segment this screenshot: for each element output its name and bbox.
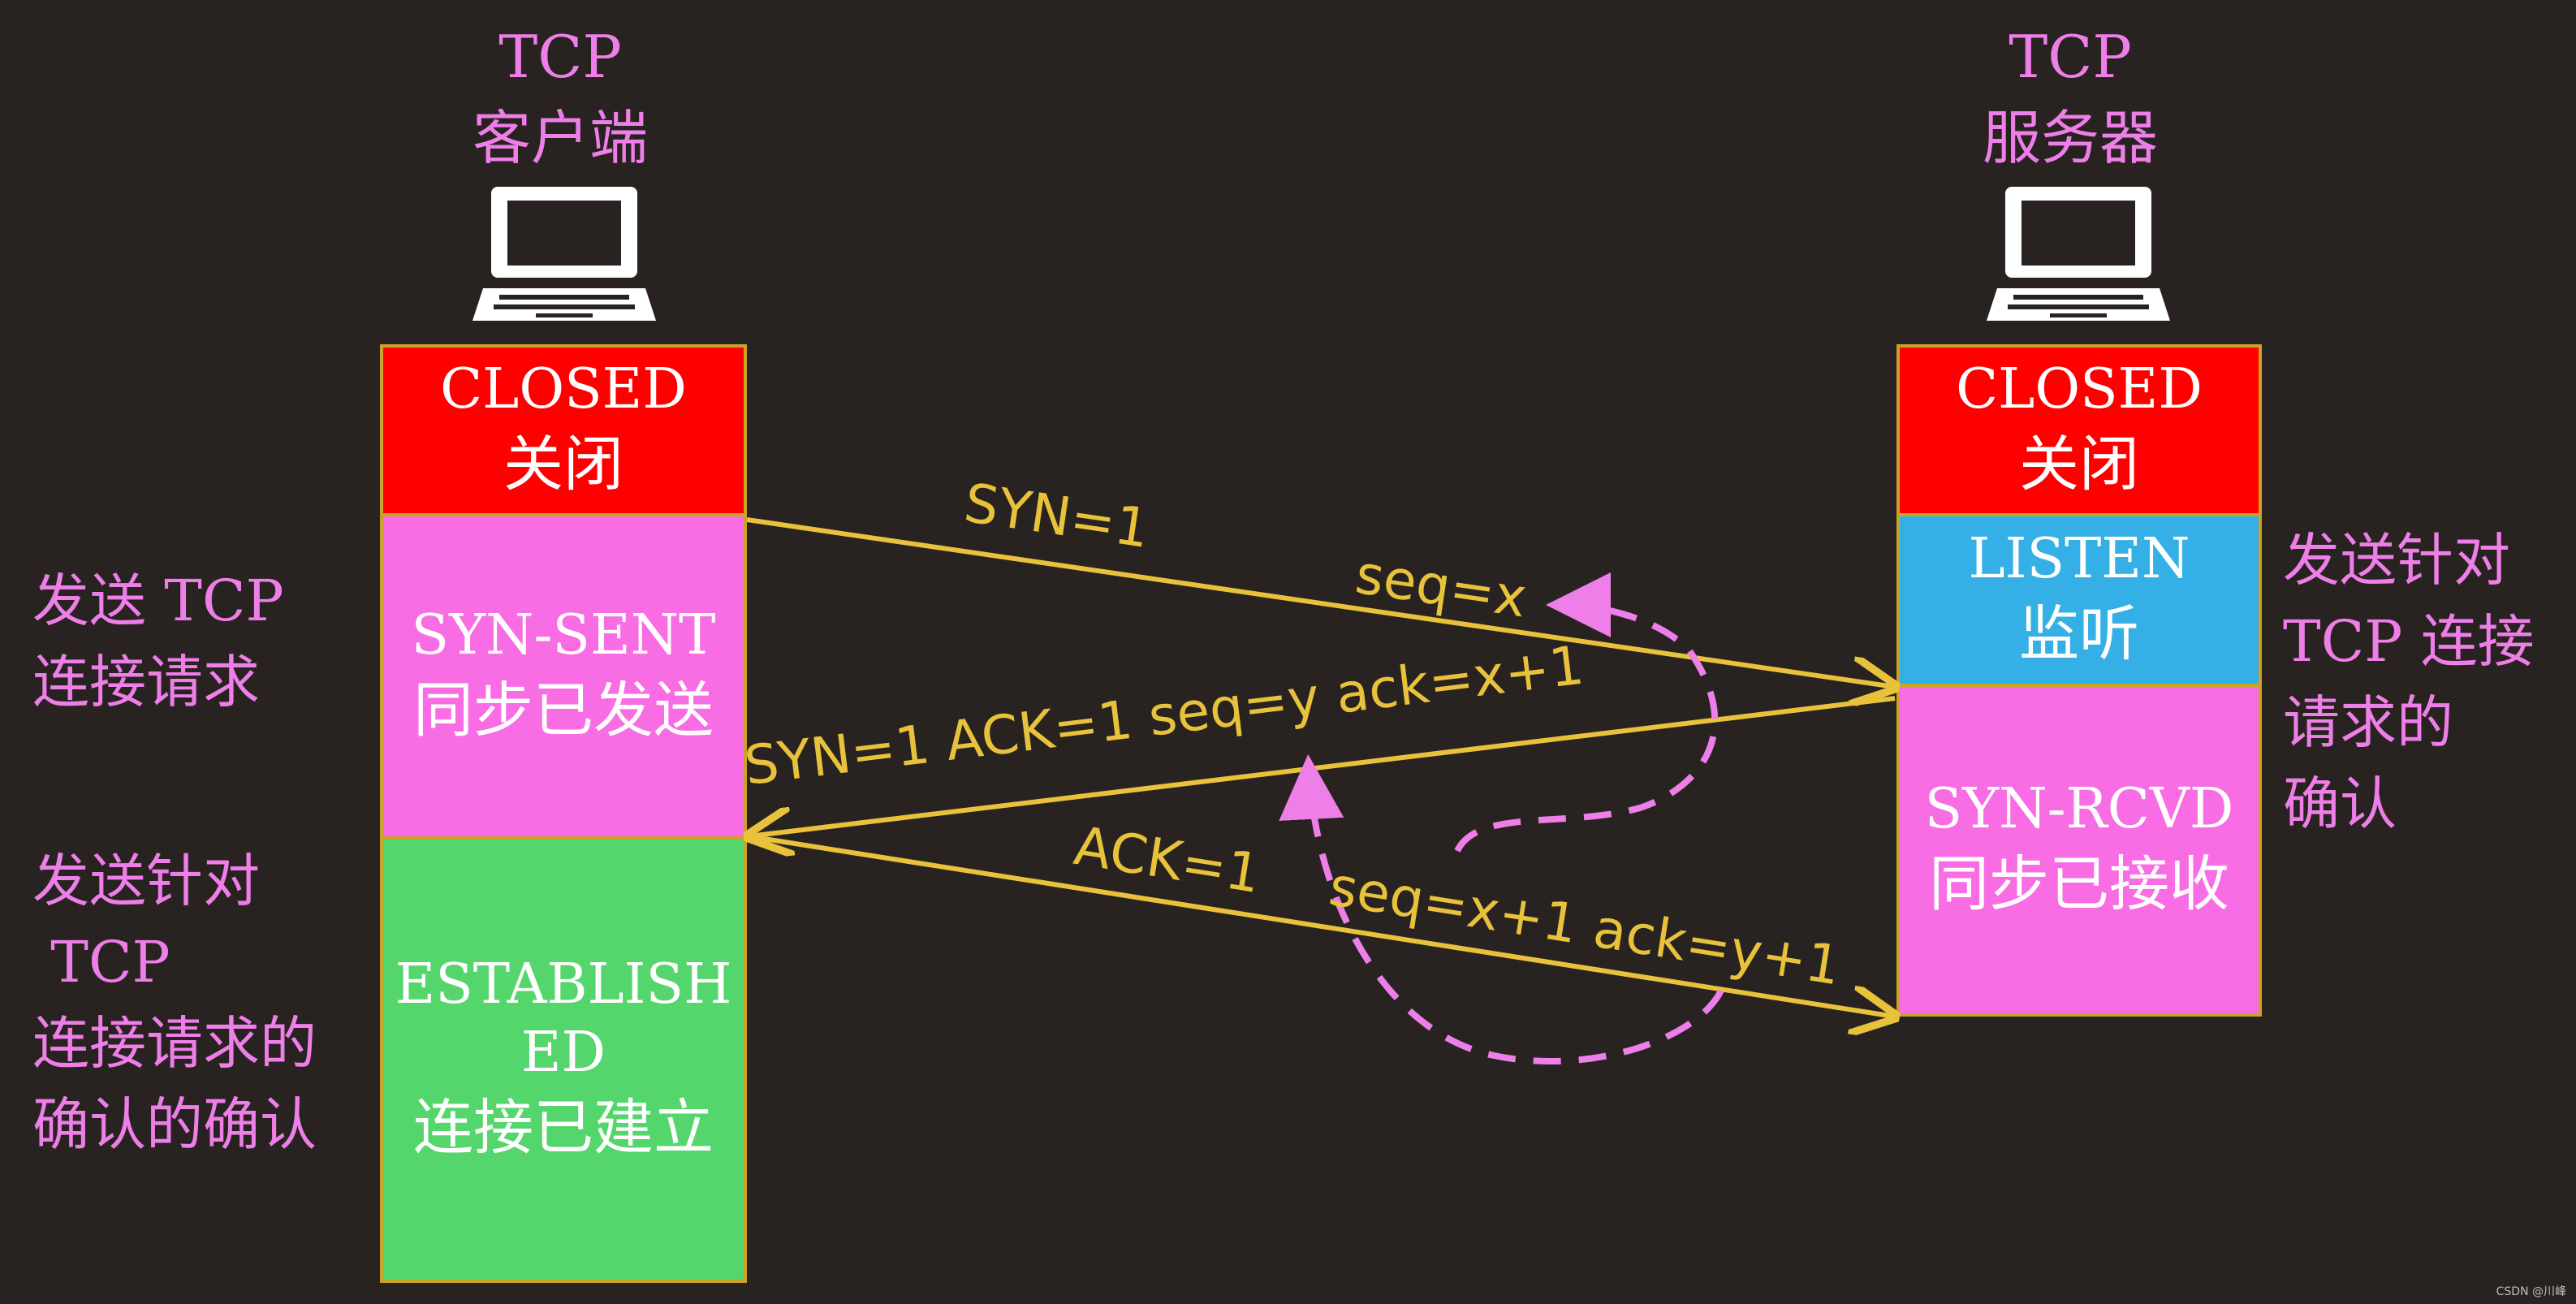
watermark: CSDN @川峰 [2496, 1285, 2566, 1298]
note-server-confirm: 发送针对 TCP 连接 请求的 确认 [2283, 527, 2535, 837]
note-client-confirm-of-confirm: 发送针对 TCP 连接请求的 确认的确认 [32, 848, 317, 1158]
state-label-en: SYN-SENT [411, 603, 716, 667]
server-listen-state: LISTEN 监听 [1896, 513, 2262, 687]
server-title: TCP 服务器 [1948, 16, 2192, 179]
arrow-ack [748, 834, 1895, 1017]
state-label-en: LISTEN [1968, 527, 2190, 591]
state-label-cn: 监听 [2019, 599, 2139, 669]
dashed-link-seq-y [1279, 754, 1724, 1064]
state-label-en: ESTABLISH [395, 952, 732, 1017]
state-label-en: CLOSED [1956, 357, 2203, 421]
laptop-icon [472, 187, 656, 321]
state-label-cn: 同步已发送 [413, 676, 714, 745]
server-title-line1: TCP [2009, 23, 2132, 91]
state-label-cn: 连接已建立 [413, 1093, 714, 1163]
laptop-icon [1987, 187, 2170, 321]
server-syn-rcvd-state: SYN-RCVD 同步已接收 [1896, 684, 2262, 1017]
client-established-state: ESTABLISH ED 连接已建立 [380, 836, 747, 1283]
server-closed-state: CLOSED 关闭 [1896, 344, 2262, 516]
server-title-line2: 服务器 [1982, 104, 2158, 172]
arrow-syn [746, 517, 1895, 687]
state-label-en: SYN-RCVD [1924, 777, 2234, 841]
state-label-en: CLOSED [440, 357, 687, 421]
client-title: TCP 客户端 [438, 16, 682, 179]
note-client-send-request: 发送 TCP 连接请求 [32, 568, 284, 715]
state-label-cn: 同步已接收 [1929, 849, 2229, 919]
state-label-cn: 关闭 [2019, 430, 2139, 499]
state-label-cn: 关闭 [503, 430, 624, 499]
state-label-en-cont: ED [520, 1021, 606, 1085]
client-title-line2: 客户端 [472, 104, 648, 172]
client-title-line1: TCP [498, 23, 622, 91]
